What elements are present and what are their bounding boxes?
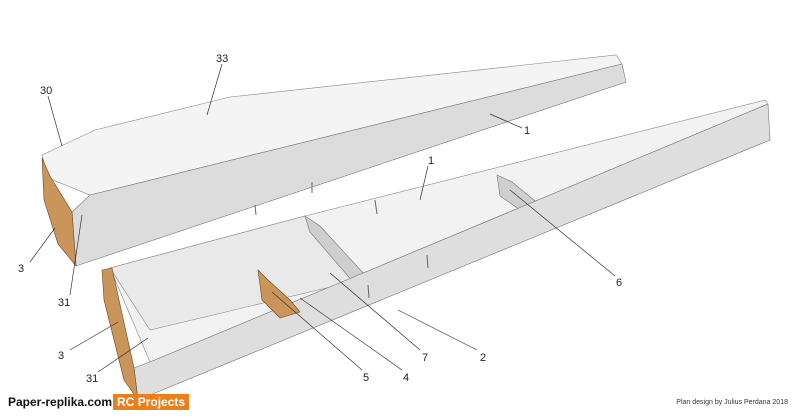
label-33: 33: [216, 53, 228, 65]
part-labels: 33 30 1 1 3 31 6 3 31 2 7 4 5: [18, 53, 622, 385]
former-5: [257, 269, 301, 319]
label-4: 4: [403, 372, 409, 384]
label-5: 5: [363, 372, 369, 384]
lid-part: [41, 54, 627, 267]
label-1-hull: 1: [428, 155, 434, 167]
hull-side-panel: [133, 103, 771, 401]
lid-end-cap: [41, 157, 77, 267]
label-31-lid: 31: [58, 297, 70, 309]
site-name: Paper-replika.com: [8, 395, 113, 409]
label-30: 30: [40, 85, 52, 97]
rc-projects-badge: RC Projects: [113, 394, 190, 410]
lid-side-face: [71, 63, 627, 267]
label-3-lid: 3: [18, 263, 24, 275]
label-6: 6: [616, 277, 622, 289]
label-3-hull: 3: [58, 350, 64, 362]
footer-brand: Paper-replika.com RC Projects: [8, 394, 190, 410]
label-1-lid: 1: [524, 125, 530, 137]
hull-part: [101, 99, 771, 401]
lid-top-face: [41, 54, 623, 196]
leader-lines: [29, 63, 616, 373]
label-31-hull: 31: [86, 373, 98, 385]
design-credit: Plan design by Julius Perdana 2018: [676, 399, 788, 406]
label-2: 2: [480, 352, 486, 364]
label-7: 7: [422, 352, 428, 364]
